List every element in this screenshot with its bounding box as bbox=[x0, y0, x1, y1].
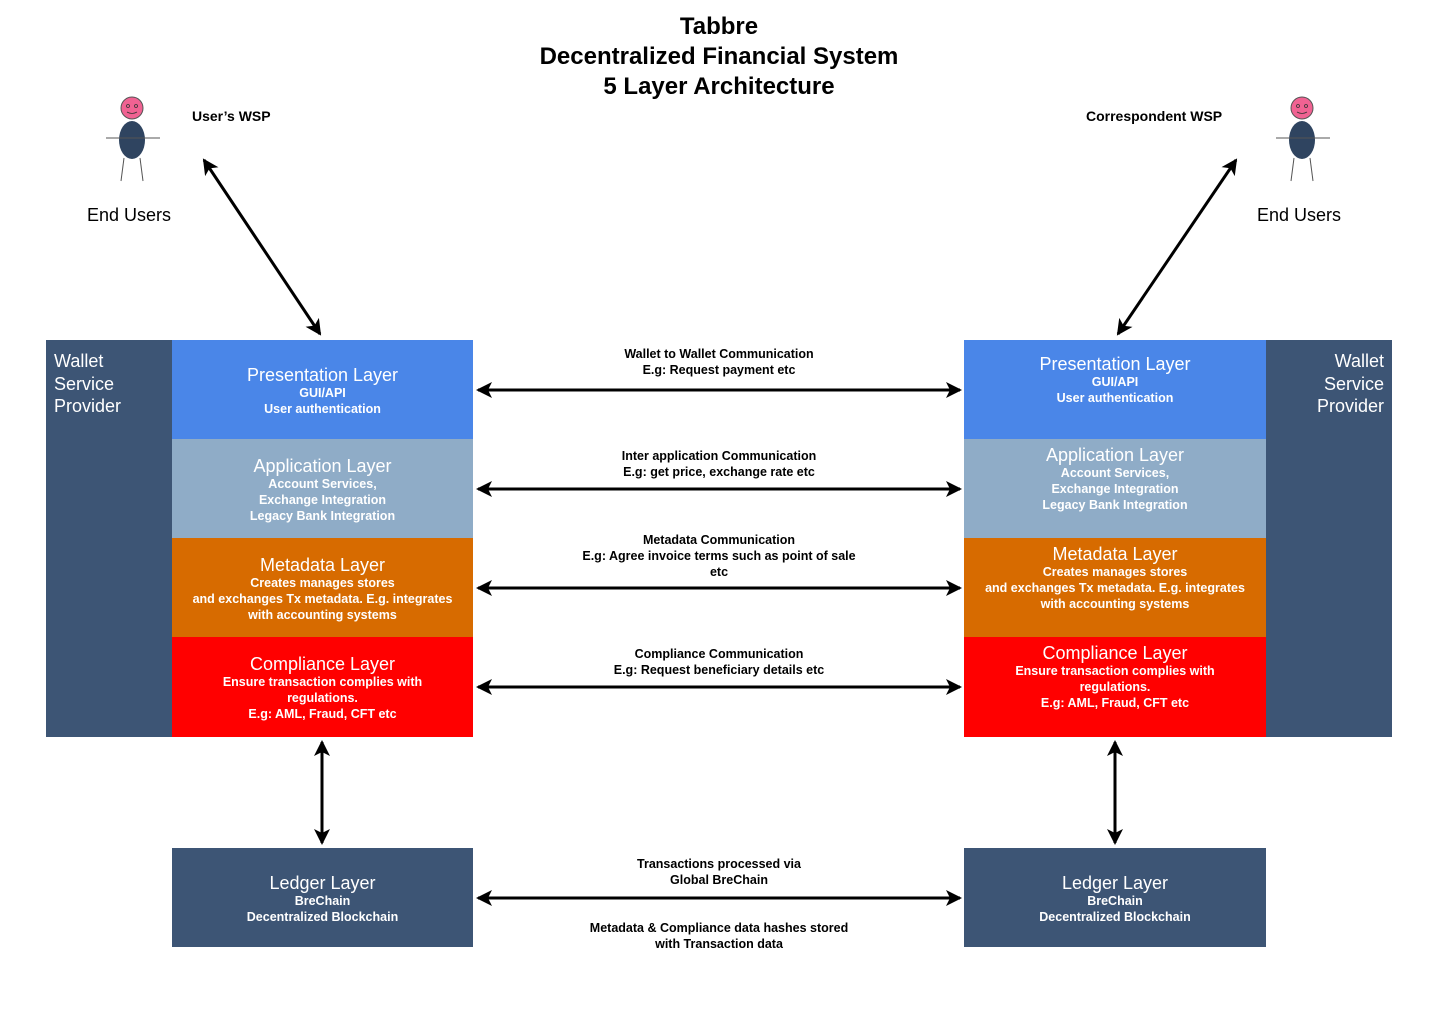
presentation-layer-right: Presentation Layer GUI/API User authenti… bbox=[964, 340, 1266, 439]
layer-title: Ledger Layer bbox=[1061, 873, 1169, 893]
layer-description: GUI/API User authentication bbox=[1056, 375, 1174, 405]
title-line-1: Tabbre bbox=[679, 13, 759, 40]
compliance-layer-left: Compliance Layer Ensure transaction comp… bbox=[172, 637, 473, 737]
layer-description: BreChain Decentralized Blockchain bbox=[246, 894, 399, 924]
layer-description: Creates manages stores and exchanges Tx … bbox=[192, 576, 453, 622]
wallet-communication-label: Wallet to Wallet Communication E.g: Requ… bbox=[624, 347, 814, 377]
layer-description: Account Services, Exchange Integration L… bbox=[1042, 466, 1188, 512]
correspondent-wsp-label: Correspondent WSP bbox=[1086, 108, 1223, 124]
compliance-layer-right: Compliance Layer Ensure transaction comp… bbox=[964, 637, 1266, 737]
layer-title: Metadata Layer bbox=[259, 555, 386, 575]
diagram-title: Tabbre Decentralized Financial System 5 … bbox=[419, 12, 1019, 102]
layer-title: Application Layer bbox=[1045, 445, 1185, 465]
presentation-layer-left: Presentation Layer GUI/API User authenti… bbox=[172, 340, 473, 439]
end-user-left-icon bbox=[106, 96, 160, 182]
wallet-service-provider-left: Wallet Service Provider bbox=[46, 340, 172, 737]
layer-description: Ensure transaction complies with regulat… bbox=[222, 675, 423, 721]
application-communication-label: Inter application Communication E.g: get… bbox=[621, 449, 817, 479]
layer-description: Creates manages stores and exchanges Tx … bbox=[985, 565, 1245, 611]
title-line-3: 5 Layer Architecture bbox=[603, 73, 835, 100]
ledger-transactions-label: Transactions processed via Global BreCha… bbox=[637, 857, 801, 887]
layer-title: Presentation Layer bbox=[246, 365, 399, 385]
layer-title: Presentation Layer bbox=[1039, 354, 1191, 374]
end-users-left-label: End Users bbox=[87, 205, 172, 225]
metadata-layer-right: Metadata Layer Creates manages stores an… bbox=[964, 538, 1266, 637]
users-wsp-label: User’s WSP bbox=[192, 108, 271, 124]
layer-title: Compliance Layer bbox=[1042, 643, 1188, 663]
compliance-communication-label: Compliance Communication E.g: Request be… bbox=[613, 647, 825, 677]
ledger-layer-right: Ledger Layer BreChain Decentralized Bloc… bbox=[964, 848, 1266, 947]
end-users-right-label: End Users bbox=[1257, 205, 1342, 225]
metadata-communication-label: Metadata Communication E.g: Agree invoic… bbox=[582, 533, 856, 579]
application-layer-left: Application Layer Account Services, Exch… bbox=[172, 439, 473, 538]
layer-description: Account Services, Exchange Integration L… bbox=[249, 477, 396, 523]
layer-description: Ensure transaction complies with regulat… bbox=[1015, 664, 1215, 710]
user-left-to-presentation-arrow bbox=[202, 158, 322, 336]
ledger-layer-left: Ledger Layer BreChain Decentralized Bloc… bbox=[172, 848, 473, 947]
application-layer-right: Application Layer Account Services, Exch… bbox=[964, 439, 1266, 538]
layer-title: Metadata Layer bbox=[1052, 544, 1178, 564]
metadata-layer-left: Metadata Layer Creates manages stores an… bbox=[172, 538, 473, 637]
title-line-2: Decentralized Financial System bbox=[539, 43, 899, 70]
layer-title: Application Layer bbox=[253, 456, 392, 476]
layer-description: BreChain Decentralized Blockchain bbox=[1039, 894, 1191, 924]
wallet-service-provider-right: Wallet Service Provider bbox=[1266, 340, 1392, 737]
layer-title: Ledger Layer bbox=[269, 873, 376, 893]
user-right-to-presentation-arrow bbox=[1116, 158, 1238, 336]
end-user-right-icon bbox=[1276, 96, 1330, 182]
layer-title: Compliance Layer bbox=[249, 654, 396, 674]
layer-description: GUI/API User authentication bbox=[264, 386, 381, 416]
ledger-hashes-label: Metadata & Compliance data hashes stored… bbox=[589, 921, 849, 951]
